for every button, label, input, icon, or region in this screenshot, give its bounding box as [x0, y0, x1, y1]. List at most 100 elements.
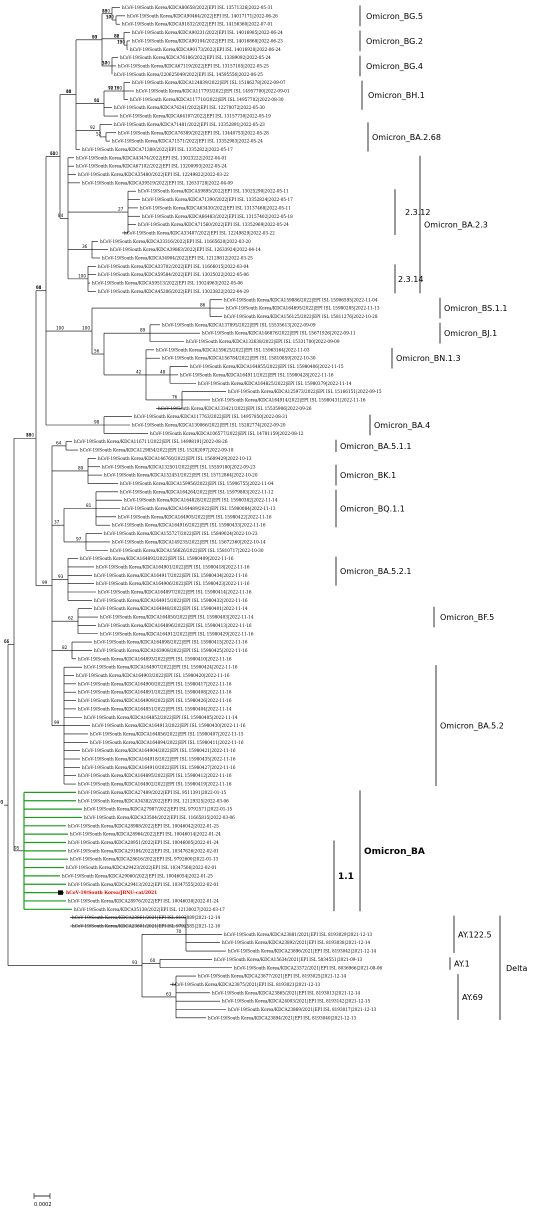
bootstrap-value: 64	[56, 440, 62, 445]
bootstrap-value: 100	[106, 15, 114, 20]
bootstrap-value: 60	[150, 958, 156, 963]
leaf-label: hCoV-19/South Korea/KDCA106577/2022|EPI …	[150, 431, 304, 436]
leaf-label: hCoV-19/South Korea/KDCA159886/2022|EPI …	[224, 297, 378, 302]
leaf-label: hCoV-19/South Korea/KDCA155727/2022|EPI …	[104, 531, 258, 536]
bootstrap-value: 99	[54, 720, 60, 725]
leaf-label: hCoV-19/South Korea/KDCA33487/2022|EPI I…	[124, 230, 275, 235]
leaf-label: hCoV-19/South Korea/KDCA29184/2022|EPI I…	[68, 848, 219, 853]
clade-label: 1.1	[338, 872, 354, 882]
highlighted-leaf-label: hCoV-19/South Korea/JBNU-cat/2021	[66, 891, 157, 896]
bootstrap-value: 76	[114, 86, 120, 91]
bootstrap-value: 70	[176, 929, 182, 934]
leaf-label: hCoV-19/South Korea/KDCA164825/2022|EPI …	[198, 381, 352, 386]
bootstrap-value: 89	[78, 465, 84, 470]
clade-label: AY.1	[454, 960, 470, 969]
leaf-label: hCoV-19/South Korea/KDCA164913/2022|EPI …	[92, 723, 246, 728]
bootstrap-value: 90	[108, 86, 114, 91]
leaf-label: hCoV-19/South Korea/KDCA156626/2022|EPI …	[110, 548, 264, 553]
bootstrap-value: 100	[117, 40, 125, 45]
leaf-label: hCoV-19/South Korea/KDCA71390/2022|EPI I…	[142, 197, 293, 202]
clade-label: Omicron_BA.4	[374, 421, 430, 430]
leaf-label: hCoV-19/South Korea/KDCA146760/2022|EPI …	[98, 456, 252, 461]
leaf-label: hCoV-19/South Korea/KDCA90231/2022|EPI I…	[132, 30, 283, 35]
bootstrap-value: 54	[94, 98, 100, 103]
leaf-label: hCoV-19/South Korea/KDCA164914/2022|EPI …	[212, 397, 366, 402]
clade-annotations: Omicron_BG.5Omicron_BG.2Omicron_BG.4Omic…	[333, 5, 527, 1020]
leaf-label: hCoV-19/South Korea/KDCA164902/2022|EPI …	[78, 782, 232, 787]
leaf-label: hCoV-19/South Korea/KDCA164851/2022|EPI …	[78, 706, 232, 711]
leaf-label: hCoV-19/South Korea/KDCA23896/2021|EPI I…	[228, 949, 376, 954]
leaf-label: hCoV-19/South Korea/KDCA164903/2022|EPI …	[76, 673, 230, 678]
leaf-label: hCoV-19/South Korea/KDCA164850/2022|EPI …	[100, 615, 254, 620]
bootstrap-value: 57	[102, 60, 108, 65]
bootstrap-value: 91	[94, 98, 100, 103]
bootstrap-value: 93	[0, 800, 4, 805]
clade-label: Omicron_BA.2.68	[372, 133, 441, 142]
leaf-label: hCoV-19/South Korea/KDCA164891/2022|EPI …	[78, 690, 232, 695]
bootstrap-value: 76	[172, 394, 178, 399]
clade-label: Omicron_BN.1.3	[396, 354, 461, 363]
leaf-label: hCoV-19/South Korea/KDCA35480/2022|EPI I…	[78, 172, 229, 177]
leaf-label: hCoV-19/South Korea/KDCA23881/2021|EPI I…	[224, 932, 372, 937]
leaf-label: hCoV-19/South Korea/KDCA164893/2022|EPI …	[78, 656, 232, 661]
leaf-label: hCoV-19/South Korea/KDCA164852/2022|EPI …	[84, 715, 238, 720]
leaf-label: hCoV-19/South Korea/KDCA117710/2022|EPI …	[130, 97, 284, 102]
bootstrap-value: 88	[26, 433, 32, 438]
bootstrap-value: 100	[82, 326, 90, 331]
bootstrap-value: 98	[66, 89, 72, 94]
scale-bar-label: 0.0002	[34, 1202, 52, 1208]
leaf-label: hCoV-19/South Korea/KDCA164894/2022|EPI …	[90, 740, 244, 745]
leaf-label: hCoV-19/South Korea/KDCA132638/2022|EPI …	[186, 339, 340, 344]
leaf-label: hCoV-19/South Korea/KDCA164892/2022|EPI …	[80, 556, 234, 561]
leaf-label: hCoV-19/South Korea/KDCA33702/2022|EPI I…	[98, 264, 249, 269]
clade-label: Omicron_BA	[364, 847, 425, 857]
bootstrap-value: 100	[56, 326, 64, 331]
leaf-label: hCoV-19/South Korea/KDCA164848/2022|EPI …	[94, 606, 248, 611]
leaf-label: hCoV-19/South Korea/KDCA15634/2021|EPI I…	[214, 957, 362, 962]
leaf-label: hCoV-19/South Korea/KDCA130066/2022|EPI …	[132, 423, 286, 428]
leaf-label: hCoV-19/South Korea/KDCA59584/2022|EPI I…	[98, 272, 249, 277]
leaf-label: hCoV-19/South Korea/KDCA164916/2022|EPI …	[112, 523, 266, 528]
bootstrap-value: 48	[160, 369, 166, 374]
leaf-label: hCoV-19/South Korea/220625049/2022|EPI I…	[114, 72, 263, 77]
bootstrap-value: 83	[92, 34, 98, 39]
clade-label: AY.122.5	[458, 930, 492, 939]
bootstrap-value: 82	[114, 33, 120, 38]
leaf-label: hCoV-19/South Korea/KDCA164900/2022|EPI …	[78, 681, 232, 686]
leaf-label: hCoV-19/South Korea/KDCA34904/2022|EPI I…	[102, 256, 253, 261]
leaf-label: hCoV-19/South Korea/KDCA28988/2022|EPI I…	[68, 823, 219, 828]
leaf-label: hCoV-19/South Korea/KDCA164915/2022|EPI …	[94, 598, 248, 603]
clade-label: Omicron_BJ.1	[444, 329, 497, 338]
leaf-label: hCoV-19/South Korea/KDCA90104/2022|EPI I…	[132, 38, 283, 43]
leaf-label: hCoV-19/South Korea/KDCA117763/2022|EPI …	[134, 414, 288, 419]
bootstrap-value: 84	[58, 213, 64, 218]
bootstrap-value: 37	[54, 520, 60, 525]
leaf-label: hCoV-19/South Korea/KDCA23865/2021|EPI I…	[212, 990, 360, 995]
bootstrap-value: 94	[36, 285, 42, 290]
leaf-label: hCoV-19/South Korea/KDCA90173/2022|EPI I…	[130, 47, 281, 52]
leaf-label: hCoV-19/South Korea/KDCA71388/2022|EPI I…	[82, 147, 233, 152]
leaf-label: hCoV-19/South Korea/KDCA164911/2022|EPI …	[180, 372, 334, 377]
bootstrap-value: 92	[90, 125, 96, 130]
leaf-label: hCoV-19/South Korea/KDCA137895/2022|EPI …	[162, 322, 316, 327]
clade-label: Omicron_BQ.1.1	[340, 505, 405, 514]
leaf-label: hCoV-19/South Korea/KDCA64107/2022|EPI I…	[120, 114, 271, 119]
highlight-marker-icon	[58, 890, 63, 895]
bootstrap-value: 36	[82, 244, 88, 249]
leaf-label: hCoV-19/South Korea/KDCA164897/2022|EPI …	[98, 590, 252, 595]
leaf-label: hCoV-19/South Korea/KDCA159625/2022|EPI …	[156, 347, 310, 352]
leaf-label: hCoV-19/South Korea/KDCA23875/2021|EPI I…	[172, 982, 320, 987]
leaf-label: hCoV-19/South Korea/KDCA34382/2022|EPI I…	[78, 798, 229, 803]
leaf-label: hCoV-19/South Korea/KDCA164917/2022|EPI …	[94, 573, 248, 578]
bootstrap-values: 9365100686144998857867357547276925284273…	[0, 8, 206, 996]
leaf-label: hCoV-19/South Korea/KDCA164898/2022|EPI …	[94, 640, 248, 645]
leaf-label: hCoV-19/South Korea/KDCA76186/2022|EPI I…	[120, 55, 271, 60]
leaf-label: hCoV-19/South Korea/KDCA146876/2022|EPI …	[202, 331, 356, 336]
leaf-label: hCoV-19/South Korea/KDCA117793/2022|EPI …	[136, 89, 290, 94]
bootstrap-value: 63	[166, 991, 172, 996]
bootstrap-value: 100	[114, 86, 122, 91]
bootstrap-value: 86	[114, 33, 120, 38]
bootstrap-value: 65	[4, 639, 10, 644]
leaf-label: hCoV-19/South Korea/KDCA33316/2022|EPI I…	[100, 239, 251, 244]
